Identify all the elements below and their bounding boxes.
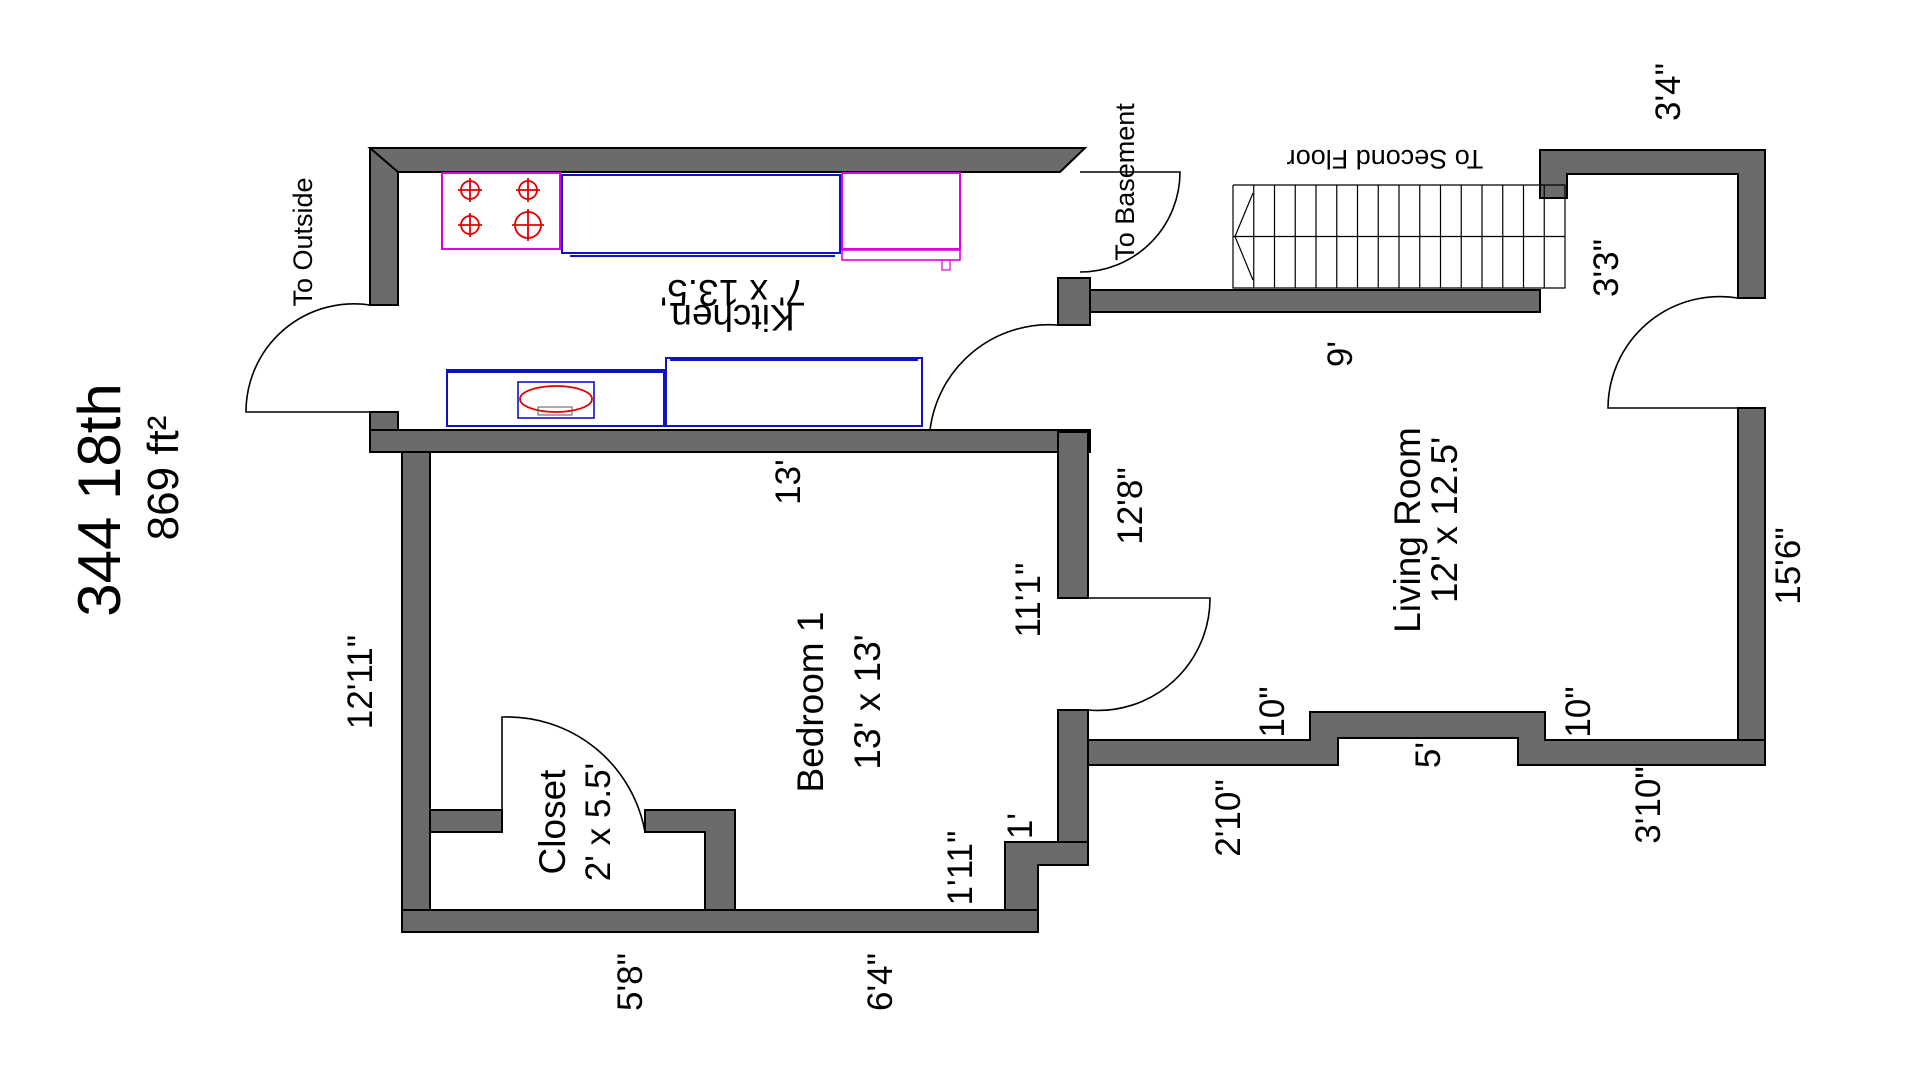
kitchen-size: 7' x 13.5' (660, 272, 806, 313)
dim-living-bottom-right: 3'10" (1629, 766, 1668, 844)
dim-bay-width: 5' (1409, 742, 1448, 768)
bedroom-door (1087, 597, 1211, 712)
closet-right-wall (644, 809, 736, 911)
refrigerator (841, 172, 961, 250)
bedroom-name: Bedroom 1 (790, 612, 831, 793)
kitchen-fixtures (441, 172, 961, 427)
living-bottom-wall (1087, 711, 1766, 766)
bedroom-size: 13' x 13' (847, 634, 888, 770)
kitchen-bottom-wall (369, 429, 1091, 453)
closet-size: 2' x 5.5' (579, 763, 618, 881)
top-right-wall (1539, 149, 1766, 299)
kitchen-left-wall (369, 147, 399, 306)
to-outside-label: To Outside (288, 177, 318, 306)
dim-top-right: 3'4" (1649, 63, 1688, 121)
stair-bottom-wall (1089, 289, 1541, 313)
dim-bedroom-bottom: 6'4" (861, 953, 900, 1011)
lower-counter (665, 357, 923, 427)
closet-door (501, 716, 646, 833)
burner-icon (458, 178, 544, 241)
page-title: 344 18th (66, 383, 133, 617)
dim-bedroom-notch: 1' (1001, 813, 1040, 839)
dim-bedroom-right-upper: 11'1" (1009, 563, 1048, 638)
closet-top-wall (429, 809, 503, 833)
basement-door (1079, 171, 1181, 273)
closet-name: Closet (532, 769, 573, 875)
dim-living-right: 15'6" (1769, 527, 1808, 605)
bedroom-bottom-wall (401, 909, 1039, 933)
sink-basin-icon (519, 385, 593, 413)
living-right-wall (1737, 407, 1766, 766)
living-room-size: 12' x 12.5' (1424, 437, 1465, 603)
area-label: 869 ft² (139, 416, 188, 541)
outside-door (245, 303, 371, 413)
basement-wall-stub (1057, 277, 1091, 326)
dim-stair-side: 3'3" (1587, 239, 1626, 297)
bedroom-left-wall (401, 451, 431, 913)
dim-bay-left: 10" (1253, 686, 1292, 737)
dim-bedroom-left: 12'11" (341, 635, 380, 729)
dim-kitchen-bottom: 9' (1321, 341, 1360, 367)
living-room-name: Living Room (1387, 427, 1428, 633)
to-basement-label: To Basement (1110, 103, 1140, 261)
to-second-floor-label: To Second Floor (1287, 144, 1484, 174)
kitchen-top-wall (367, 147, 1088, 173)
dim-closet-bottom: 5'8" (611, 953, 650, 1011)
dim-living-bottom-left: 2'10" (1209, 779, 1248, 857)
dim-bay-right: 10" (1559, 686, 1598, 737)
living-kitchen-door (929, 323, 1059, 431)
dim-bedroom-step: 1'11" (941, 831, 980, 906)
right-door (1607, 295, 1739, 409)
doors (245, 171, 1739, 833)
stove (441, 172, 561, 250)
dim-bedroom-top: 13' (769, 459, 808, 505)
walls (367, 147, 1766, 933)
stair-outline (1232, 184, 1566, 289)
kitchen-name: Kitchen (671, 297, 794, 338)
stairs (1232, 184, 1566, 289)
dim-living-left: 12'8" (1111, 467, 1150, 545)
bedroom-right-wall-upper (1057, 431, 1089, 599)
upper-counter (561, 174, 841, 254)
stair-arrow-icon (1234, 192, 1254, 281)
